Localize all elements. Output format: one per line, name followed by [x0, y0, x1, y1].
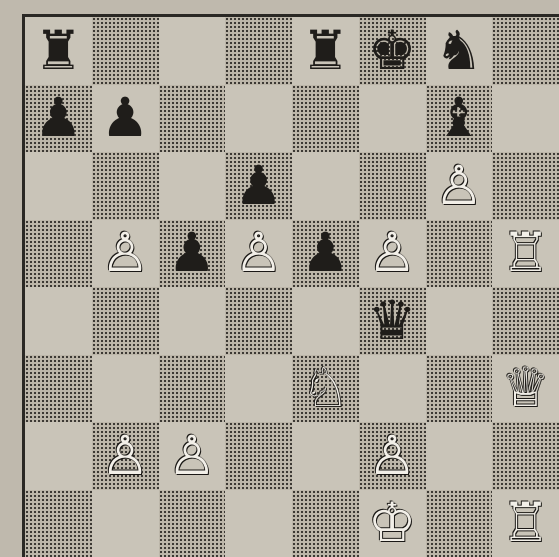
square-f8[interactable]: ♚: [359, 17, 426, 85]
white-pawn-g6[interactable]: ♙: [435, 159, 483, 213]
square-d3[interactable]: [225, 355, 292, 423]
black-bishop-g7[interactable]: ♝: [435, 91, 483, 145]
white-pawn-f2[interactable]: ♙: [368, 429, 416, 483]
square-c7[interactable]: [159, 85, 226, 153]
square-c5[interactable]: ♟: [159, 220, 226, 288]
black-pawn-e5[interactable]: ♟: [301, 226, 349, 280]
square-b8[interactable]: [92, 17, 159, 85]
white-pawn-b2[interactable]: ♙: [101, 429, 149, 483]
square-c6[interactable]: [159, 152, 226, 220]
square-f2[interactable]: ♙: [359, 422, 426, 490]
square-c4[interactable]: [159, 287, 226, 355]
square-c8[interactable]: [159, 17, 226, 85]
square-e4[interactable]: [292, 287, 359, 355]
white-queen-h3[interactable]: ♕: [501, 361, 549, 415]
square-g8[interactable]: ♞: [426, 17, 493, 85]
square-f5[interactable]: ♙: [359, 220, 426, 288]
square-d5[interactable]: ♙: [225, 220, 292, 288]
square-f4[interactable]: ♛: [359, 287, 426, 355]
square-h7[interactable]: [492, 85, 559, 153]
square-g6[interactable]: ♙: [426, 152, 493, 220]
square-g3[interactable]: [426, 355, 493, 423]
square-e8[interactable]: ♜: [292, 17, 359, 85]
square-g2[interactable]: [426, 422, 493, 490]
white-pawn-d5[interactable]: ♙: [234, 226, 282, 280]
white-pawn-f5[interactable]: ♙: [368, 226, 416, 280]
square-a5[interactable]: [25, 220, 92, 288]
black-rook-a8[interactable]: ♜: [34, 24, 82, 78]
square-e2[interactable]: [292, 422, 359, 490]
square-c2[interactable]: ♙: [159, 422, 226, 490]
black-knight-g8[interactable]: ♞: [435, 24, 483, 78]
white-rook-h5[interactable]: ♖: [501, 226, 549, 280]
square-f6[interactable]: [359, 152, 426, 220]
square-f3[interactable]: [359, 355, 426, 423]
square-b2[interactable]: ♙: [92, 422, 159, 490]
square-a3[interactable]: [25, 355, 92, 423]
white-knight-e3[interactable]: ♘: [301, 361, 349, 415]
chess-board: ♜ ♜ ♚ ♞ ♟ ♟ ♝ ♟ ♙ ♙ ♟ ♙ ♟ ♙ ♖ ♛ ♘ ♕ ♙ ♙ ♙ ♔ ♖: [22, 14, 559, 557]
square-b6[interactable]: [92, 152, 159, 220]
square-a7[interactable]: ♟: [25, 85, 92, 153]
square-h4[interactable]: [492, 287, 559, 355]
white-rook-h1[interactable]: ♖: [501, 496, 549, 550]
square-a4[interactable]: [25, 287, 92, 355]
square-d1[interactable]: [225, 490, 292, 557]
black-queen-f4[interactable]: ♛: [368, 294, 416, 348]
square-b3[interactable]: [92, 355, 159, 423]
square-h6[interactable]: [492, 152, 559, 220]
square-d8[interactable]: [225, 17, 292, 85]
white-pawn-c2[interactable]: ♙: [168, 429, 216, 483]
square-d6[interactable]: ♟: [225, 152, 292, 220]
square-e7[interactable]: [292, 85, 359, 153]
white-king-f1[interactable]: ♔: [368, 496, 416, 550]
black-pawn-c5[interactable]: ♟: [168, 226, 216, 280]
square-d7[interactable]: [225, 85, 292, 153]
square-h8[interactable]: [492, 17, 559, 85]
square-g7[interactable]: ♝: [426, 85, 493, 153]
square-a8[interactable]: ♜: [25, 17, 92, 85]
square-g5[interactable]: [426, 220, 493, 288]
square-h3[interactable]: ♕: [492, 355, 559, 423]
square-h2[interactable]: [492, 422, 559, 490]
square-c1[interactable]: [159, 490, 226, 557]
square-d2[interactable]: [225, 422, 292, 490]
black-pawn-a7[interactable]: ♟: [34, 91, 82, 145]
square-a6[interactable]: [25, 152, 92, 220]
black-rook-e8[interactable]: ♜: [301, 24, 349, 78]
black-king-f8[interactable]: ♚: [368, 24, 416, 78]
black-pawn-d6[interactable]: ♟: [234, 159, 282, 213]
square-d4[interactable]: [225, 287, 292, 355]
square-h5[interactable]: ♖: [492, 220, 559, 288]
black-pawn-b7[interactable]: ♟: [101, 91, 149, 145]
square-f1[interactable]: ♔: [359, 490, 426, 557]
square-b7[interactable]: ♟: [92, 85, 159, 153]
square-h1[interactable]: ♖: [492, 490, 559, 557]
square-g1[interactable]: [426, 490, 493, 557]
square-b5[interactable]: ♙: [92, 220, 159, 288]
square-e3[interactable]: ♘: [292, 355, 359, 423]
square-b1[interactable]: [92, 490, 159, 557]
white-pawn-b5[interactable]: ♙: [101, 226, 149, 280]
square-g4[interactable]: [426, 287, 493, 355]
square-c3[interactable]: [159, 355, 226, 423]
square-b4[interactable]: [92, 287, 159, 355]
square-e5[interactable]: ♟: [292, 220, 359, 288]
square-e6[interactable]: [292, 152, 359, 220]
square-a1[interactable]: [25, 490, 92, 557]
square-a2[interactable]: [25, 422, 92, 490]
square-e1[interactable]: [292, 490, 359, 557]
square-f7[interactable]: [359, 85, 426, 153]
